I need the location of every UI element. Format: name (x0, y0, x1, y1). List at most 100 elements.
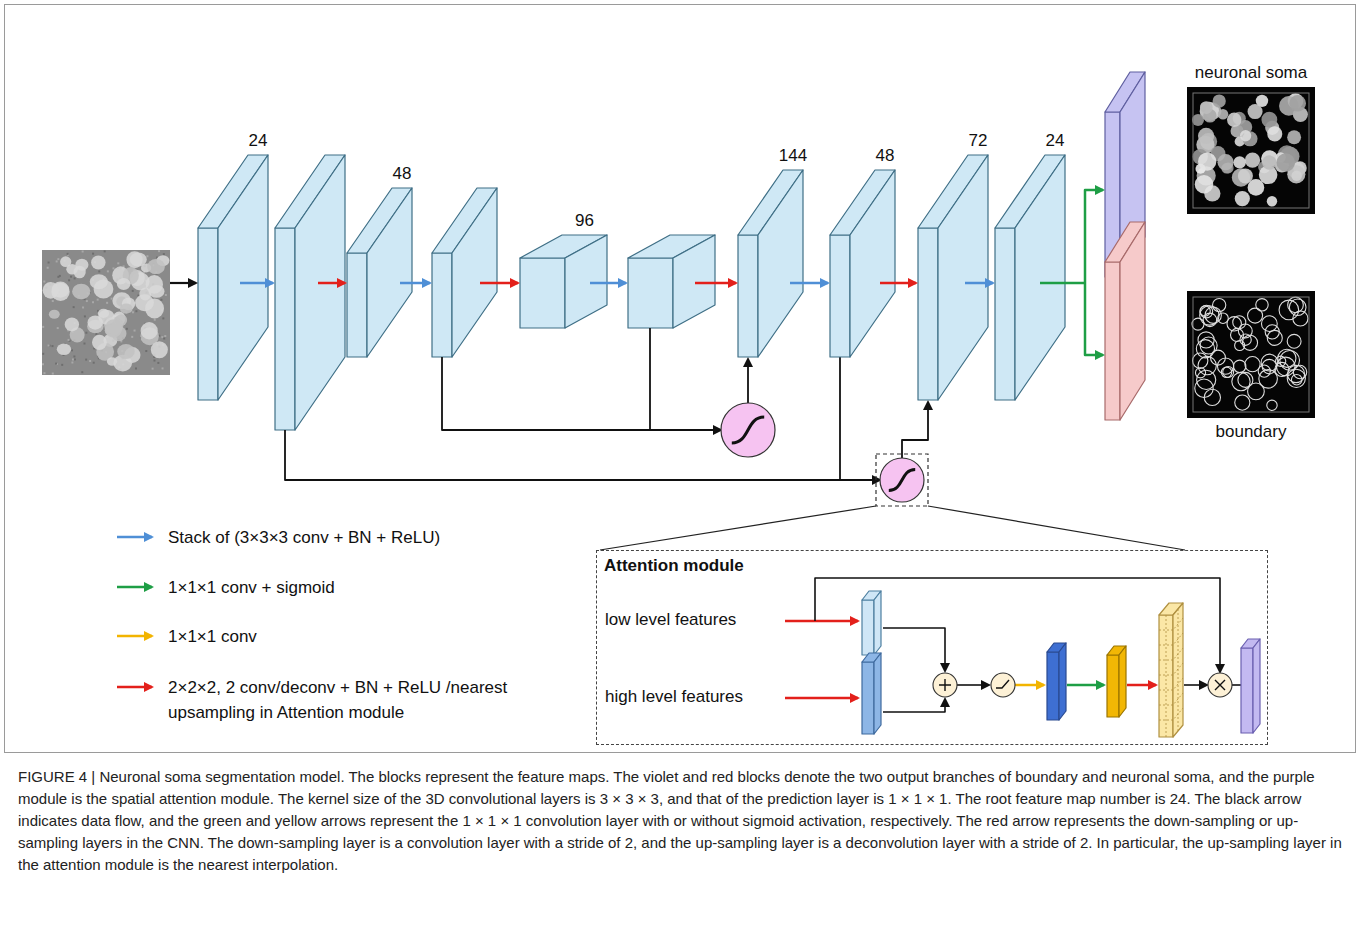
soma-blob (1218, 109, 1229, 120)
soma-blob (1262, 155, 1276, 169)
soma-blob (1276, 153, 1295, 172)
image-noise (81, 371, 83, 373)
soma-blob (1233, 156, 1245, 168)
arrow (785, 620, 858, 623)
cell-blob (105, 319, 122, 337)
cell-blob (120, 304, 133, 314)
image-noise (85, 332, 87, 334)
image-noise (83, 343, 85, 345)
boundary-ring (1233, 360, 1245, 372)
legend-arrow (117, 536, 152, 539)
image-noise (52, 373, 54, 375)
legend-arrow (117, 586, 152, 589)
image-noise (135, 310, 137, 312)
channel-count: 24 (1046, 131, 1065, 151)
boundary-ring (1217, 358, 1233, 374)
boundary-ring (1267, 400, 1277, 410)
boundary-ring (1262, 359, 1276, 373)
feature-map (275, 155, 345, 430)
feature-map-face (452, 188, 497, 357)
image-noise (85, 359, 87, 361)
image-noise (126, 328, 128, 330)
image-noise (98, 270, 100, 272)
grid-line (1159, 663, 1183, 675)
image-noise (86, 300, 88, 302)
soma-blob (1267, 126, 1282, 141)
image-noise (154, 319, 156, 321)
boundary-ring (1267, 330, 1282, 345)
image-noise (68, 279, 70, 281)
image-noise (71, 349, 73, 351)
operator-circle (1208, 673, 1232, 697)
cell-blob (65, 317, 79, 331)
multiply-operator (1208, 673, 1232, 697)
image-ground (42, 250, 170, 375)
feature-map-shape (198, 155, 268, 400)
sigmoid-map (1107, 646, 1126, 717)
cell-blob (49, 310, 60, 319)
arrow (883, 628, 945, 671)
feature-map-face (995, 228, 1015, 400)
feature-map-face (1107, 655, 1119, 717)
soma-blob (1287, 130, 1301, 144)
image-noise (152, 368, 154, 370)
image-noise (74, 277, 76, 279)
feature-map-face (565, 235, 607, 328)
image-noise (42, 363, 44, 365)
cell-blob (57, 344, 71, 356)
feature-map: 96 (520, 211, 607, 328)
cell-blob (151, 341, 168, 358)
image-noise (162, 367, 164, 369)
legend-text: Stack of (3×3×3 conv + BN + ReLU) (168, 525, 508, 550)
soma-blob (1291, 170, 1301, 180)
image-noise (157, 362, 159, 364)
image-noise (67, 254, 69, 256)
feature-map: 48 (830, 146, 895, 357)
channel-count: 48 (393, 164, 412, 184)
feature-map-face (275, 228, 295, 430)
soma-blob (1200, 101, 1213, 114)
boundary-ring (1245, 357, 1260, 372)
cell-blob (117, 344, 135, 359)
image-noise (104, 250, 106, 252)
soma-blob (1198, 128, 1214, 144)
feature-map-face (628, 258, 673, 328)
arrow (1085, 283, 1103, 355)
image-noise (131, 336, 133, 338)
arrow (285, 430, 880, 480)
figure-caption: FIGURE 4 | Neuronal soma segmentation mo… (18, 766, 1342, 876)
boundary-ring (1287, 369, 1305, 387)
soma-blob (1240, 130, 1251, 141)
image-noise (72, 358, 74, 360)
feature-map-shape (830, 170, 895, 357)
boundary-ring (1235, 395, 1250, 410)
cell-blob (91, 255, 105, 269)
feature-map: 72 (918, 131, 988, 400)
boundary-ring (1198, 356, 1216, 374)
soma-blob (1261, 112, 1277, 128)
soma-probability-image (1187, 87, 1315, 214)
sigmoid-symbol (732, 417, 764, 443)
image-noise (74, 358, 76, 360)
image-noise (132, 290, 134, 292)
cell-blob (98, 309, 109, 318)
cell-blob (141, 322, 158, 339)
image-noise (73, 355, 75, 357)
image-noise (82, 251, 84, 253)
arrow (1040, 282, 1085, 285)
feature-map-face (432, 253, 452, 357)
image-noise (92, 253, 94, 255)
attention-output-map (1241, 639, 1260, 733)
image-noise (51, 345, 53, 347)
grid-line (1178, 609, 1179, 731)
image-noise (57, 327, 59, 329)
feature-map-face (673, 235, 715, 328)
cell-blob (72, 284, 90, 299)
feature-map (628, 235, 715, 328)
arrow (747, 359, 749, 403)
feature-map-face (1253, 639, 1260, 733)
arrow (965, 282, 993, 285)
image-noise (95, 333, 97, 335)
image-noise (163, 338, 165, 340)
soma-blob (1213, 94, 1226, 107)
